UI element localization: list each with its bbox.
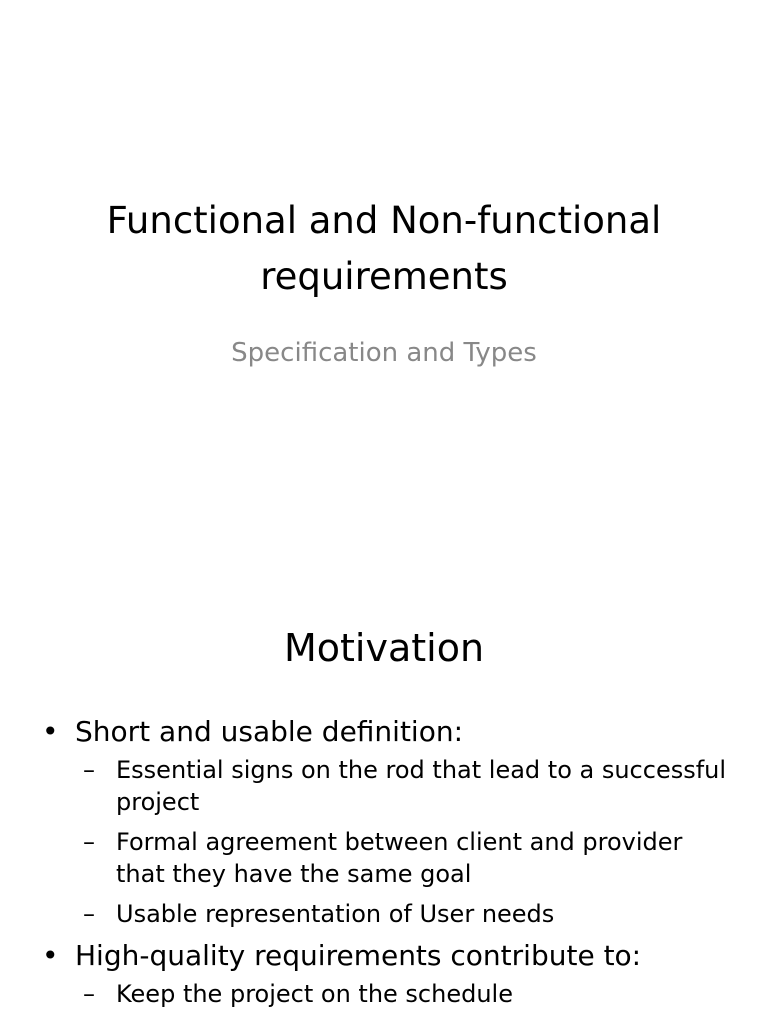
sub-bullet-list: – Essential signs on the rod that lead t… [75, 754, 738, 930]
sub-bullet-item: – Formal agreement between client and pr… [83, 826, 738, 890]
sub-bullet-text: Essential signs on the rod that lead to … [116, 756, 727, 816]
sub-bullet-item: – Keep the project on the schedule [83, 978, 738, 1010]
dash-icon: – [83, 756, 95, 784]
sub-bullet-text: Keep the project on the schedule [116, 980, 513, 1008]
bullet-dot-icon: • [42, 939, 59, 972]
bullet-text: High-quality requirements contribute to: [75, 939, 642, 972]
title-slide: Functional and Non-functional requiremen… [60, 193, 708, 368]
bullet-text: Short and usable definition: [75, 715, 464, 748]
dash-icon: – [83, 980, 95, 1008]
sub-bullet-text: Usable representation of User needs [116, 900, 555, 928]
slide-heading: Motivation [283, 626, 485, 670]
sub-bullet-item: – Essential signs on the rod that lead t… [83, 754, 738, 818]
bullet-list: • Short and usable definition: – Essenti… [38, 714, 738, 1018]
bullet-item: • High-quality requirements contribute t… [38, 938, 738, 1010]
title-line-2: requirements [260, 255, 508, 298]
bullet-dot-icon: • [42, 715, 59, 748]
dash-icon: – [83, 828, 95, 856]
bullet-item: • Short and usable definition: – Essenti… [38, 714, 738, 930]
sub-bullet-item: – Usable representation of User needs [83, 898, 738, 930]
title-line-1: Functional and Non-functional [106, 199, 662, 242]
sub-bullet-text: Formal agreement between client and prov… [116, 828, 683, 888]
dash-icon: – [83, 900, 95, 928]
slide-subtitle: Specification and Types [231, 338, 537, 368]
sub-bullet-list: – Keep the project on the schedule [75, 978, 738, 1010]
motivation-slide: Motivation • Short and usable definition… [0, 576, 768, 1024]
slide-title: Functional and Non-functional requiremen… [60, 193, 708, 305]
